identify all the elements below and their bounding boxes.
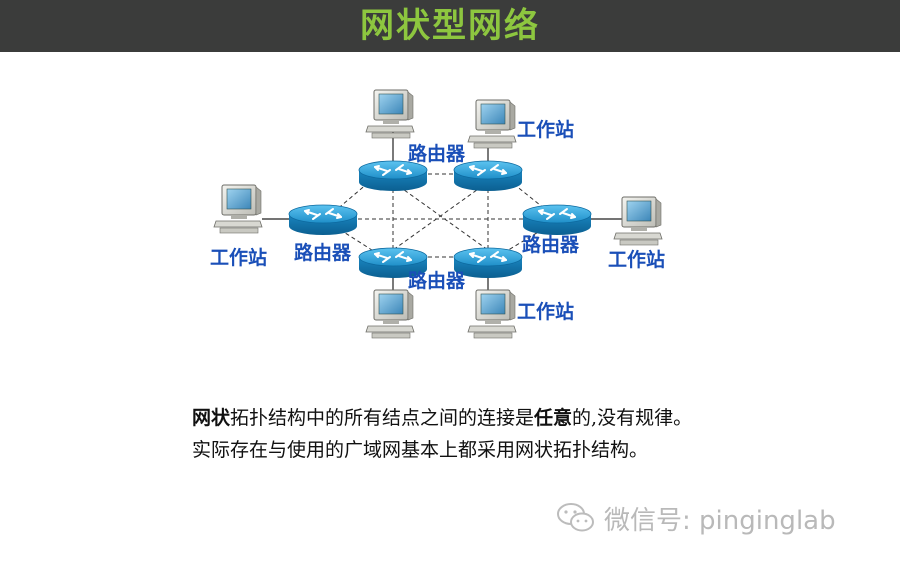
workstation-label: 工作站 xyxy=(608,248,665,271)
description-text: 拓扑结构中的所有结点之间的连接是 xyxy=(230,407,535,429)
description-text: 的,没有规律。 xyxy=(572,407,693,429)
workstation-label: 工作站 xyxy=(517,300,574,323)
router-label: 路由器 xyxy=(408,142,466,165)
page-title: 网状型网络 xyxy=(360,6,540,46)
wechat-icon xyxy=(557,503,594,532)
description-line-1: 网状拓扑结构中的所有结点之间的连接是任意的,没有规律。 xyxy=(192,402,832,434)
mesh-network-diagram: 工作站 路由器 工作站 路由器 路由器 工作站 路由器 工作站 xyxy=(210,89,665,339)
router-label: 路由器 xyxy=(294,241,352,264)
workstation-label: 工作站 xyxy=(210,246,267,269)
description-line-2: 实际存在与使用的广域网基本上都采用网状拓扑结构。 xyxy=(192,439,649,461)
router-icon xyxy=(522,204,592,236)
workstation-icon xyxy=(365,289,415,339)
wechat-watermark: 微信号: pinginglab xyxy=(556,498,836,538)
header-bar xyxy=(0,0,900,52)
router-icon xyxy=(288,204,358,236)
bold-term-arbitrary: 任意 xyxy=(534,407,573,429)
workstation-icon xyxy=(467,289,517,339)
workstation-icon xyxy=(613,196,663,246)
mesh-links xyxy=(327,173,556,258)
workstation-icon xyxy=(365,89,415,139)
workstation-icon xyxy=(467,99,517,149)
watermark-text: 微信号: pinginglab xyxy=(604,505,836,536)
router-label: 路由器 xyxy=(408,269,466,292)
description: 网状拓扑结构中的所有结点之间的连接是任意的,没有规律。 实际存在与使用的广域网基… xyxy=(192,402,832,466)
router-icon xyxy=(453,160,523,192)
router-label: 路由器 xyxy=(522,233,580,256)
workstation-label: 工作站 xyxy=(517,118,574,141)
bold-term-mesh: 网状 xyxy=(192,407,231,429)
workstation-icon xyxy=(213,184,263,234)
router-icon xyxy=(358,160,428,192)
